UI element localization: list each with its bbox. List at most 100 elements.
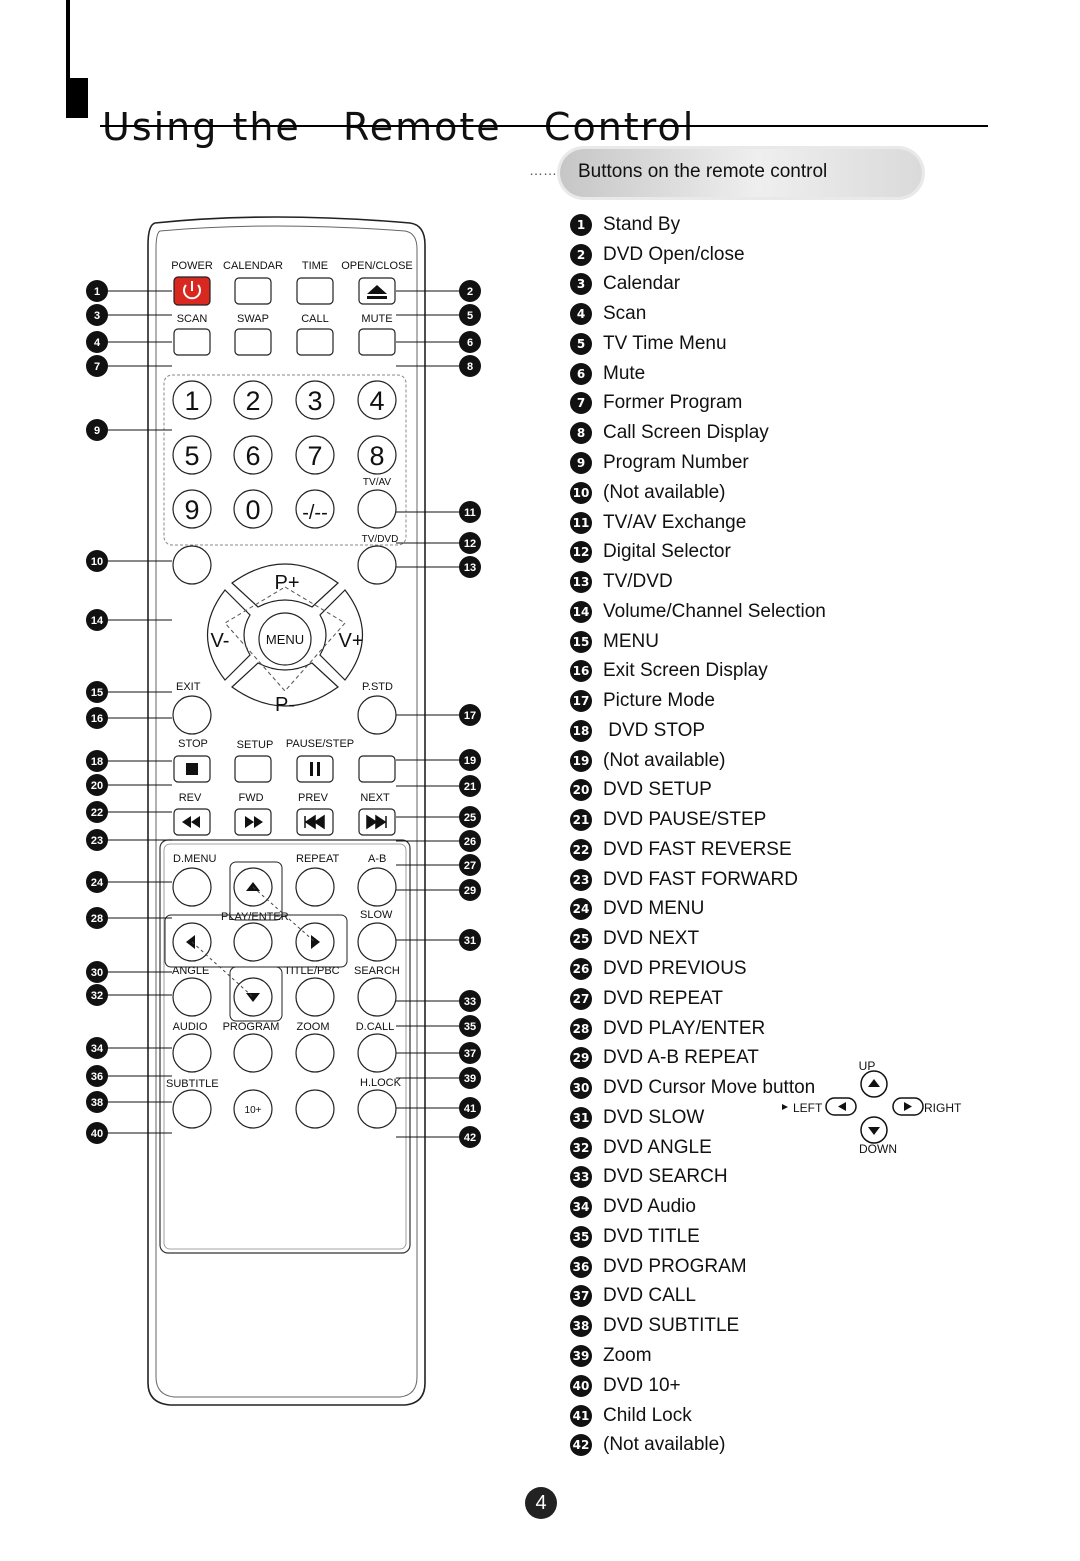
digit-button xyxy=(172,435,212,475)
dmenu-label: D.MENU xyxy=(173,853,216,865)
callout-number-badge: 42 xyxy=(570,1434,592,1457)
callout-number-badge: 10 xyxy=(570,481,592,504)
cursor-right-icon xyxy=(892,1097,924,1116)
mute-button xyxy=(358,328,396,356)
legend-label: (Not available) xyxy=(603,481,726,503)
callout-number: 28 xyxy=(91,913,103,925)
callout-number: 18 xyxy=(91,756,103,768)
slow-label: SLOW xyxy=(360,909,393,921)
v-minus-label: V- xyxy=(211,630,230,652)
play-enter-label: PLAY/ENTER xyxy=(221,911,289,923)
audio-button xyxy=(172,1033,212,1073)
callout-number-badge: 33 xyxy=(570,1166,592,1189)
search-button xyxy=(357,977,397,1017)
callout-number-badge: 41 xyxy=(570,1404,592,1427)
cursor-down-icon xyxy=(860,1116,888,1144)
remote-rev-row-label: FWD xyxy=(238,792,263,804)
callout-number-badge: 28 xyxy=(570,1017,592,1040)
callout-number-badge: 11 xyxy=(570,511,592,534)
callout-number-badge: 5 xyxy=(570,332,592,355)
legend-label: DVD A-B REPEAT xyxy=(603,1047,759,1069)
p-minus-label: P- xyxy=(275,694,295,716)
legend-item: 19 (Not available) xyxy=(570,746,826,776)
callout-number-badge: 15 xyxy=(570,630,592,653)
callout-number-badge: 4 xyxy=(570,303,592,326)
previous-icon xyxy=(304,814,325,830)
callout-number-badge: 38 xyxy=(570,1315,592,1338)
digit-label: 6 xyxy=(245,441,260,471)
digit-button xyxy=(172,380,212,420)
cursor-down-frame xyxy=(229,966,283,1022)
callout-number-badge: 19 xyxy=(570,749,592,772)
legend-label: DVD FAST REVERSE xyxy=(603,838,792,860)
digit-label: 4 xyxy=(369,386,384,416)
digit-label: 9 xyxy=(184,495,199,525)
callout-number: 19 xyxy=(464,755,476,767)
p-minus-key xyxy=(231,662,339,707)
tvav-label: TV/AV xyxy=(363,477,391,488)
tvdvd-button xyxy=(357,545,397,585)
callout-badge xyxy=(86,871,108,893)
menu-label: MENU xyxy=(266,632,304,647)
callout-badge xyxy=(459,1042,481,1064)
legend-label: DVD SLOW xyxy=(603,1106,705,1128)
digit-label: 2 xyxy=(245,386,260,416)
v-plus-label: V+ xyxy=(338,630,363,652)
legend-label: (Not available) xyxy=(603,1434,726,1456)
blank-button xyxy=(295,1089,335,1129)
stop-label: STOP xyxy=(178,738,208,750)
legend-label: DVD PROGRAM xyxy=(603,1255,747,1277)
cursor-up-label: UP xyxy=(859,1059,876,1073)
callout-badge xyxy=(86,331,108,353)
digit-button xyxy=(233,489,273,529)
legend-label: DVD NEXT xyxy=(603,928,700,950)
subtitle-label: SUBTITLE xyxy=(166,1078,219,1090)
legend-item: 18 DVD STOP xyxy=(570,716,826,746)
legend-label: Call Screen Display xyxy=(603,422,769,444)
legend-label: Calendar xyxy=(603,273,681,295)
callout-number: 13 xyxy=(464,562,476,574)
callout-badge xyxy=(459,304,481,326)
pstd-label: P.STD xyxy=(362,681,393,693)
callout-number: 20 xyxy=(91,780,103,792)
repeat-label: REPEAT xyxy=(296,853,339,865)
title-rule xyxy=(100,125,988,127)
fast-forward-icon xyxy=(245,816,263,828)
callout-number: 22 xyxy=(91,807,103,819)
digit-button xyxy=(357,380,397,420)
callout-number: 16 xyxy=(91,713,103,725)
callout-number: 9 xyxy=(94,425,100,437)
callout-number: 37 xyxy=(464,1048,476,1060)
legend-label: (Not available) xyxy=(603,749,726,771)
section-pill: Buttons on the remote control xyxy=(560,149,922,197)
callout-number: 36 xyxy=(91,1071,103,1083)
callout-badge xyxy=(459,532,481,554)
callout-badge xyxy=(86,355,108,377)
digit-label: 8 xyxy=(369,441,384,471)
pause-step-button xyxy=(296,755,334,783)
remote-row1-label: CALENDAR xyxy=(223,260,283,272)
pause-icon-2 xyxy=(317,762,320,776)
legend-label: TV/AV Exchange xyxy=(603,511,747,533)
callout-number: 10 xyxy=(91,556,103,568)
callout-badge xyxy=(459,749,481,771)
legend-label: DVD PLAY/ENTER xyxy=(603,1017,766,1039)
callout-number-badge: 25 xyxy=(570,928,592,951)
legend-label: DVD TITLE xyxy=(603,1225,700,1247)
setup-button xyxy=(234,755,272,783)
cursor-guide xyxy=(191,941,254,998)
callout-number-badge: 3 xyxy=(570,273,592,296)
slow-button xyxy=(357,922,397,962)
